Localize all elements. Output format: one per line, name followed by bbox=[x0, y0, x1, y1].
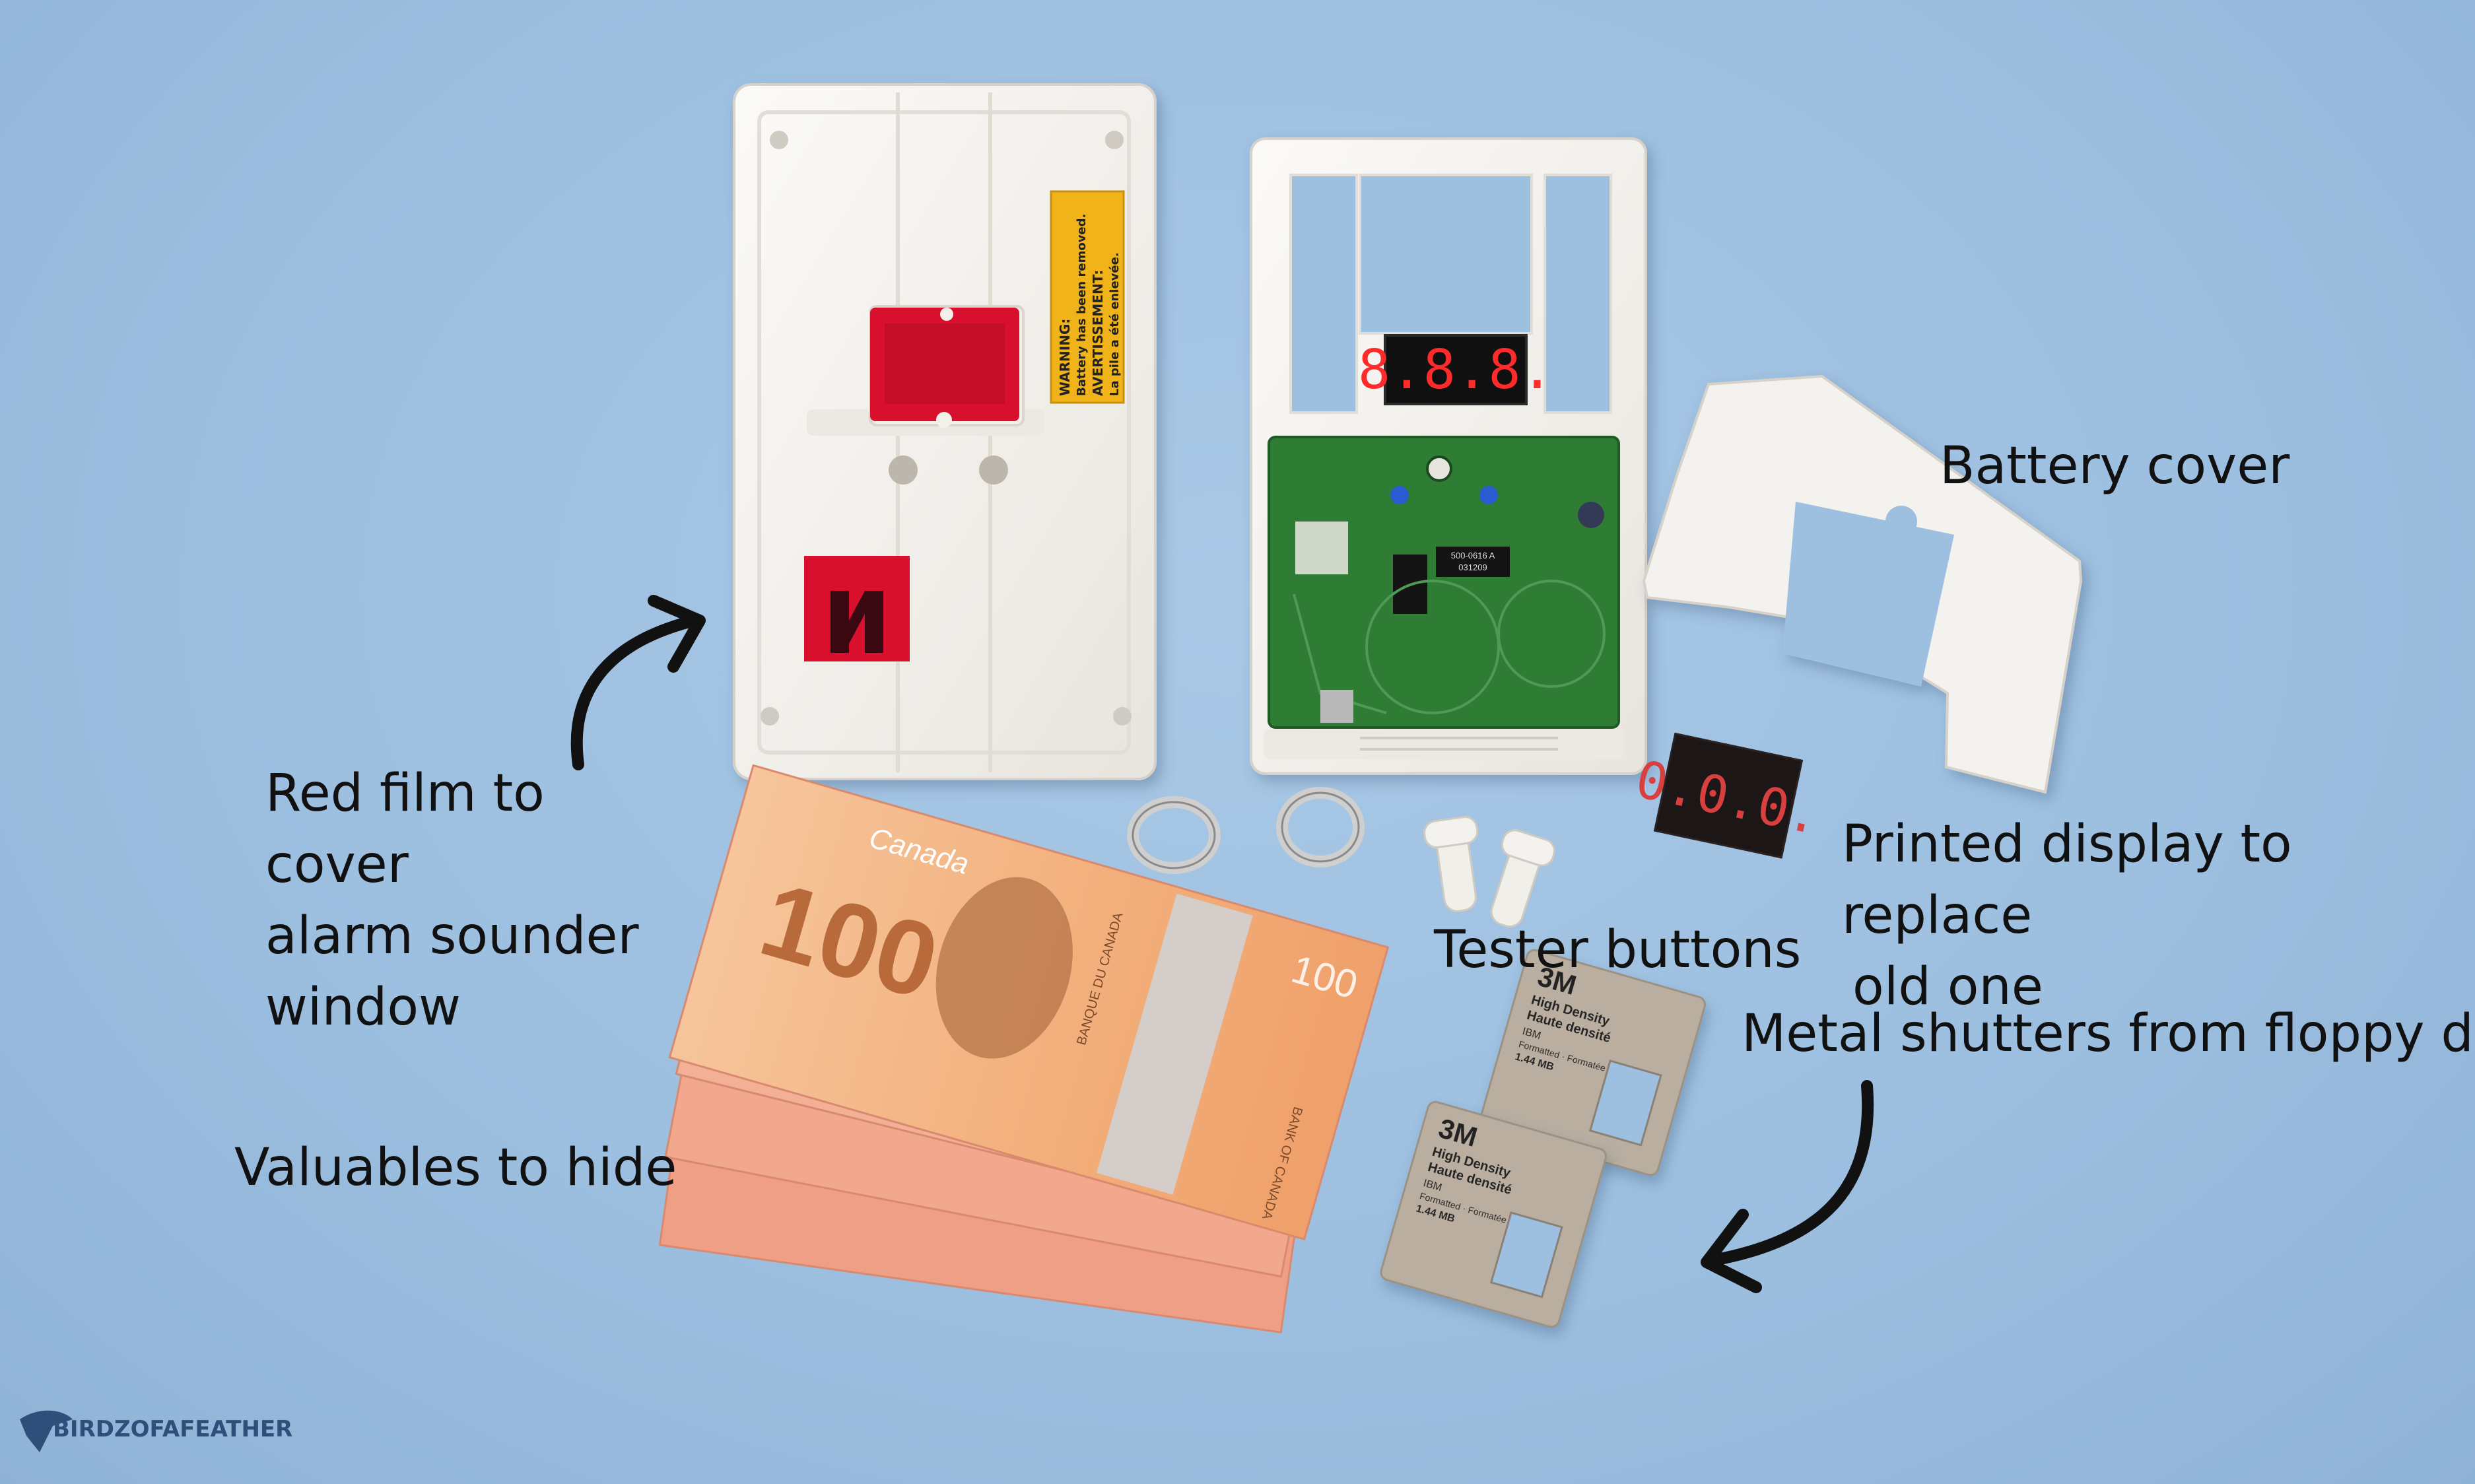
banknotes: Canada 100 100 BANQUE DU CANADA BANK OF … bbox=[658, 764, 1390, 1333]
alarm-back-housing bbox=[733, 83, 1157, 780]
label-metal-shutters: Metal shutters from floppy disk bbox=[1742, 1004, 2475, 1063]
chip-label-2: 031209 bbox=[1458, 562, 1487, 572]
sticker-line-4: La pile a été enlevée. bbox=[1108, 252, 1122, 396]
arrow-to-shutters bbox=[1701, 1080, 1874, 1293]
chip-label-1: 500-0616 A bbox=[1451, 551, 1495, 560]
circuit-board: 500-0616 A 031209 bbox=[1268, 436, 1620, 729]
floppy-shutter-1: 3M High Density Haute densité IBM Format… bbox=[1479, 949, 1707, 1176]
sticker-line-2: Battery has been removed. bbox=[1075, 214, 1089, 396]
label-battery-cover: Battery cover bbox=[1940, 436, 2290, 496]
watermark-text: BIRDZOFAFEATHER bbox=[53, 1416, 293, 1442]
floppy-shutter-2: 3M High Density Haute densité IBM Format… bbox=[1380, 1100, 1608, 1328]
watermark: BIRDZOFAFEATHER bbox=[53, 1406, 292, 1452]
tester-buttons bbox=[1423, 816, 1555, 928]
warning-sticker: WARNING: Battery has been removed. AVERT… bbox=[1050, 190, 1125, 404]
printed-display: 0.0.0. bbox=[1631, 732, 1825, 859]
label-tester-buttons: Tester buttons bbox=[1434, 920, 1802, 980]
sticker-line-3: AVERTISSEMENT: bbox=[1090, 270, 1106, 396]
label-printed-display: Printed display to replace old one bbox=[1842, 815, 2292, 1017]
battery-cover bbox=[1642, 374, 2083, 794]
metal-rings bbox=[1127, 787, 1365, 874]
label-red-film: Red film to cover alarm sounder window bbox=[265, 764, 639, 1037]
watermark-bird-icon bbox=[20, 1410, 73, 1452]
sticker-line-1: WARNING: bbox=[1057, 319, 1073, 396]
led-digits: 8.8.8. bbox=[1358, 339, 1553, 401]
arrow-to-red-film bbox=[570, 595, 706, 770]
banknote-top: Canada 100 100 BANQUE DU CANADA BANK OF … bbox=[668, 764, 1390, 1241]
led-display: 8.8.8. bbox=[1358, 334, 1553, 405]
label-valuables: Valuables to hide bbox=[234, 1138, 677, 1197]
